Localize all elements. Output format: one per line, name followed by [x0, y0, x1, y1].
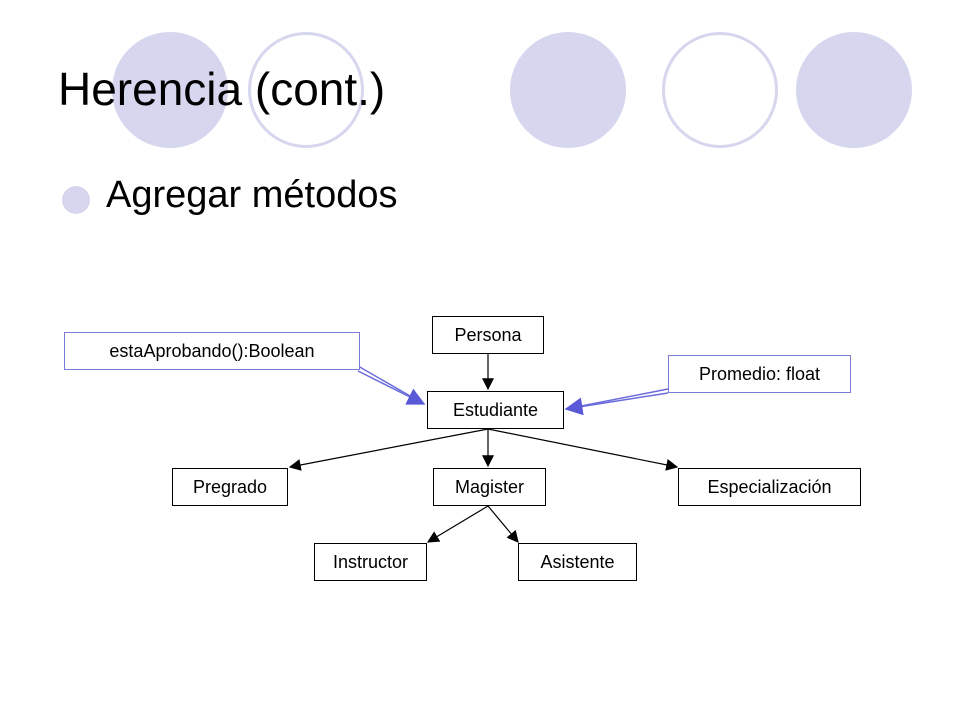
decorative-circle [510, 32, 626, 148]
bullet-icon [62, 186, 90, 214]
class-box-instructor: Instructor [314, 543, 427, 581]
class-box-persona: Persona [432, 316, 544, 354]
decorative-circle-outline [662, 32, 778, 148]
class-box-asistente: Asistente [518, 543, 637, 581]
class-box-pregrado: Pregrado [172, 468, 288, 506]
edge-estudiante-especializacion [487, 428, 679, 471]
edge-magister-asistente [487, 505, 519, 543]
note-method: estaAprobando():Boolean [64, 332, 360, 370]
note-link-method [357, 370, 426, 405]
note-attribute: Promedio: float [668, 355, 851, 393]
edge-estudiante-pregrado [288, 428, 489, 471]
slide-title: Herencia (cont.) [58, 63, 386, 115]
edge-magister-instructor [426, 505, 489, 543]
bullet-text: Agregar métodos [106, 174, 398, 216]
decorative-circle-outline [248, 32, 364, 148]
class-box-especializacion: Especialización [678, 468, 861, 506]
note-link-attribute [564, 392, 669, 416]
class-box-magister: Magister [433, 468, 546, 506]
decorative-circle [796, 32, 912, 148]
class-box-estudiante: Estudiante [427, 391, 564, 429]
decorative-circle [112, 32, 228, 148]
